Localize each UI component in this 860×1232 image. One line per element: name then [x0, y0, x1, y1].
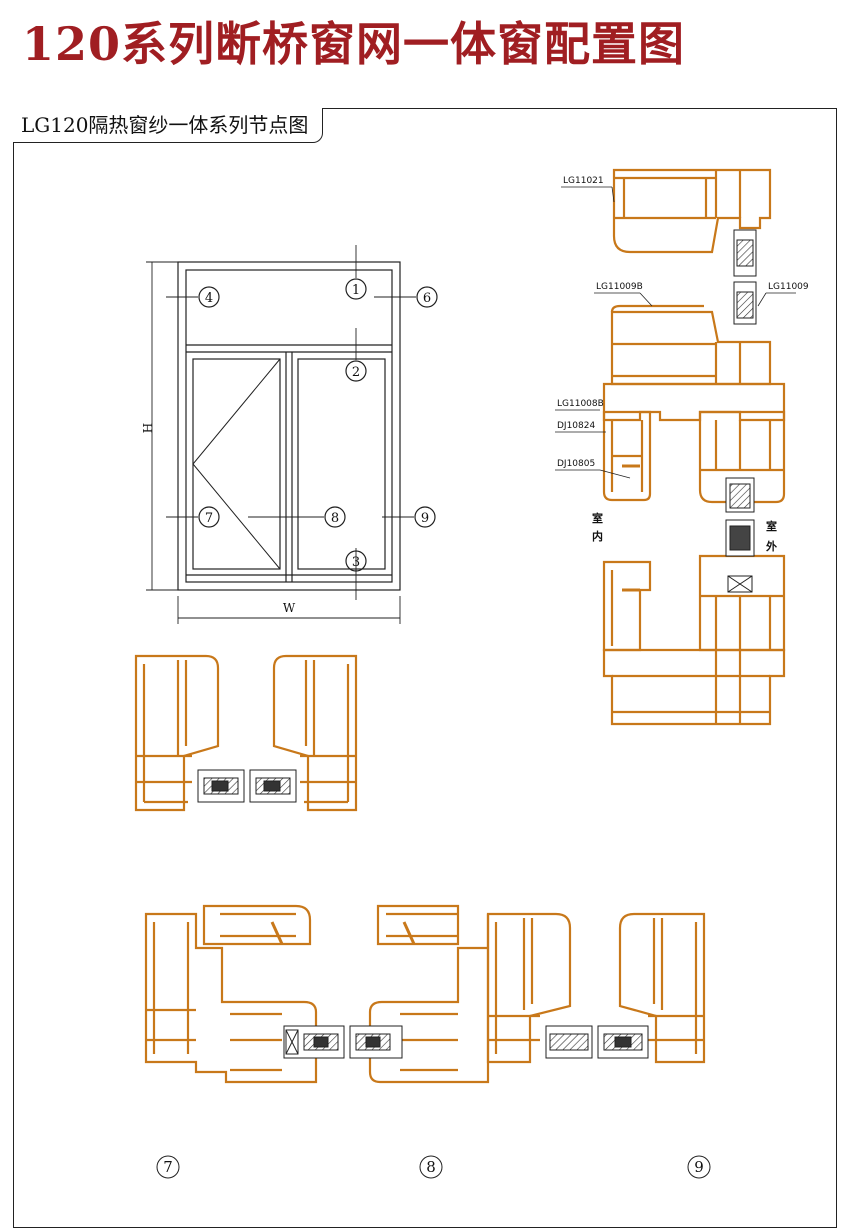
bottom-callout-9: 9 [694, 1158, 704, 1176]
callout-circle-9 [687, 1155, 711, 1179]
label-part-lg11021: LG11021 [563, 176, 604, 186]
callout-circle-8 [419, 1155, 443, 1179]
window-elevation [146, 245, 438, 624]
callout-6: 6 [423, 291, 431, 306]
callout-3: 3 [352, 555, 360, 570]
callout-2: 2 [352, 365, 360, 380]
callout-8: 8 [331, 511, 339, 526]
dimension-height-label: H [141, 423, 155, 433]
label-part-dj10805: DJ10805 [557, 459, 595, 469]
mullion-glass [283, 1025, 649, 1059]
drawing-subtitle: LG120隔热窗纱一体系列节点图 [13, 108, 324, 143]
callout-4: 4 [205, 291, 213, 306]
section-leaders [555, 186, 796, 479]
label-part-dj10824: DJ10824 [557, 421, 595, 431]
label-part-lg11009: LG11009 [768, 282, 809, 292]
bottom-callout-8: 8 [426, 1158, 436, 1176]
callout-circle-7 [156, 1155, 180, 1179]
vertical-glass [725, 229, 757, 593]
bottom-callout-7: 7 [163, 1158, 173, 1176]
dimension-width-label: W [283, 601, 296, 615]
jamb-glass-mid [197, 769, 297, 803]
label-outdoor-2: 外 [765, 539, 777, 553]
callout-9: 9 [421, 511, 429, 526]
page-title: 120系列断桥窗网一体窗配置图 [22, 17, 686, 71]
mullion-sections [144, 904, 706, 1084]
callout-1: 1 [352, 283, 360, 298]
label-indoor-1: 室 [592, 511, 603, 525]
label-part-lg11009b: LG11009B [596, 282, 643, 292]
drawing-frame [13, 108, 837, 1228]
label-indoor-2: 内 [592, 529, 603, 543]
jamb-section-mid [134, 654, 358, 812]
callout-7: 7 [205, 511, 213, 526]
label-outdoor-1: 室 [766, 519, 777, 533]
vertical-section [602, 168, 786, 726]
label-part-lg11008b: LG11008B [557, 399, 604, 409]
